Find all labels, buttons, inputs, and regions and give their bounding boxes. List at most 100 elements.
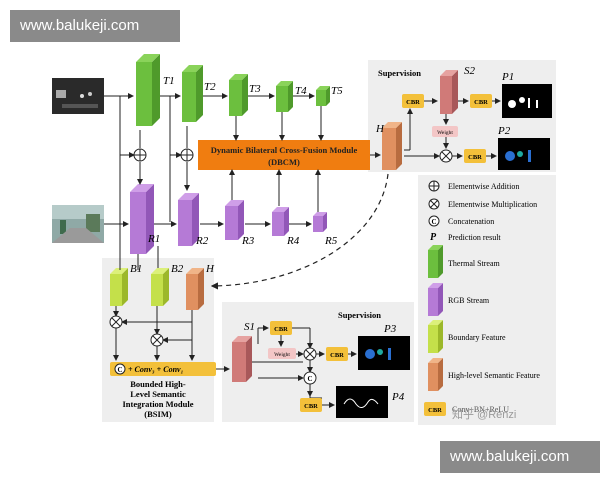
legend-thermal-icon [428, 245, 443, 278]
mul-node-bsim-1 [109, 315, 123, 329]
concat-conv-box: C + Conv₃ + Conv₁ [110, 362, 216, 376]
legend-label-thermal: Thermal Stream [448, 259, 501, 268]
supervision-block-s1 [232, 336, 252, 382]
watermark-top: www.balukeji.com [10, 10, 180, 42]
mul-node-bsim-2 [150, 333, 164, 347]
boundary-block-b1 [110, 268, 128, 306]
label-t5: T5 [331, 85, 343, 97]
legend-label-rgb: RGB Stream [448, 296, 490, 305]
prediction-p1-image [502, 84, 552, 118]
legend-label-boundary: Boundary Feature [448, 333, 506, 342]
concat-node-bottom: C [303, 371, 317, 385]
semantic-block-h-top [382, 122, 402, 170]
legend-label-prediction: Prediction result [448, 233, 501, 242]
thermal-block-t2 [182, 65, 203, 122]
cbr-box-top-3: CBR [464, 149, 486, 163]
svg-text:CBR: CBR [304, 403, 318, 410]
dbcm-module: Dynamic Bilateral Cross-Fusion Module (D… [198, 140, 370, 170]
legend-times-icon [428, 198, 440, 210]
legend-boundary-icon [428, 320, 443, 353]
boundary-block-b2 [151, 268, 169, 306]
supervision-bottom-title: Supervision [338, 310, 381, 320]
dbcm-subtitle: (DBCM) [268, 157, 300, 167]
legend-p-icon: P [430, 232, 437, 243]
label-t3: T3 [249, 83, 261, 95]
watermark-bottom: www.balukeji.com [440, 441, 600, 473]
label-p3: P3 [383, 323, 397, 335]
rgb-block-r4 [272, 207, 289, 236]
credit-watermark: 知乎 @Renzi [452, 407, 516, 421]
semantic-block-h-bottom [186, 268, 204, 310]
cbr-box-bottom-1: CBR [270, 321, 292, 335]
svg-text:CBR: CBR [468, 154, 482, 161]
concat-formula: + Conv₃ + Conv₁ [128, 365, 183, 374]
svg-text:CBR: CBR [474, 99, 488, 106]
legend-cbr-icon: CBR [424, 402, 446, 416]
label-b2: B2 [171, 263, 184, 275]
legend-semantic-icon [428, 358, 443, 391]
svg-text:C: C [431, 218, 436, 226]
svg-text:C: C [307, 375, 312, 383]
cbr-box-bottom-2: CBR [326, 347, 348, 361]
label-h-bottom: H [205, 263, 215, 275]
label-s2: S2 [464, 65, 476, 77]
svg-text:CBR: CBR [428, 407, 442, 414]
svg-text:CBR: CBR [274, 326, 288, 333]
rgb-block-r2 [178, 193, 199, 246]
mul-node-top [439, 149, 453, 163]
dbcm-title: Dynamic Bilateral Cross-Fusion Module [211, 145, 358, 155]
rgb-input-image [52, 205, 104, 243]
label-t1: T1 [163, 75, 175, 87]
prediction-p4-image [336, 386, 388, 418]
label-r3: R3 [241, 235, 255, 247]
bsim-title-3: Integration Module [122, 399, 193, 409]
legend-label-multiplication: Elementwise Multiplication [448, 200, 537, 209]
supervision-top-title: Supervision [378, 68, 421, 78]
rgb-block-r5 [313, 212, 327, 232]
label-t2: T2 [204, 81, 216, 93]
thermal-input-image [52, 78, 104, 114]
label-p2: P2 [497, 125, 511, 137]
svg-text:CBR: CBR [330, 352, 344, 359]
label-h-top: H [375, 123, 385, 135]
label-s1: S1 [244, 321, 255, 333]
svg-text:Weight: Weight [274, 352, 290, 358]
label-p4: P4 [391, 391, 405, 403]
label-r4: R4 [286, 235, 300, 247]
legend-plus-icon [428, 180, 440, 192]
supervision-block-s2 [440, 70, 458, 114]
rgb-block-r3 [225, 200, 244, 240]
add-node-2 [180, 148, 194, 162]
legend-rgb-icon [428, 283, 443, 316]
bsim-title-2: Level Semantic [130, 389, 186, 399]
legend-label-cbr: Conv+BN+ReLU [452, 405, 509, 414]
add-node-1 [133, 148, 147, 162]
legend-label-addition: Elementwise Addition [448, 182, 519, 191]
legend-label-concatenation: Concatenation [448, 217, 494, 226]
legend: Elementwise Addition Elementwise Multipl… [424, 180, 540, 416]
label-b1: B1 [130, 263, 142, 275]
label-t4: T4 [295, 85, 307, 97]
mul-node-bottom [303, 347, 317, 361]
svg-text:Weight: Weight [437, 130, 453, 136]
label-r2: R2 [195, 235, 209, 247]
thermal-block-t5 [316, 86, 330, 106]
label-r5: R5 [324, 235, 338, 247]
bsim-title-1: Bounded High- [130, 379, 186, 389]
legend-label-semantic: High-level Semantic Feature [448, 371, 540, 380]
weight-box-bottom: Weight [268, 348, 296, 359]
thermal-block-t1 [136, 54, 160, 126]
thermal-block-t4 [276, 81, 293, 112]
weight-box-top: Weight [432, 126, 458, 137]
svg-text:CBR: CBR [406, 99, 420, 106]
bsim-title-4: (BSIM) [144, 409, 172, 419]
thermal-block-t3 [229, 74, 248, 116]
prediction-p2-image [498, 138, 550, 170]
legend-concat-icon: C [428, 215, 440, 227]
label-p1: P1 [501, 71, 514, 83]
cbr-box-top-2: CBR [470, 94, 492, 108]
label-r1: R1 [147, 233, 160, 245]
svg-text:C: C [117, 366, 122, 374]
prediction-p3-image [358, 336, 410, 370]
